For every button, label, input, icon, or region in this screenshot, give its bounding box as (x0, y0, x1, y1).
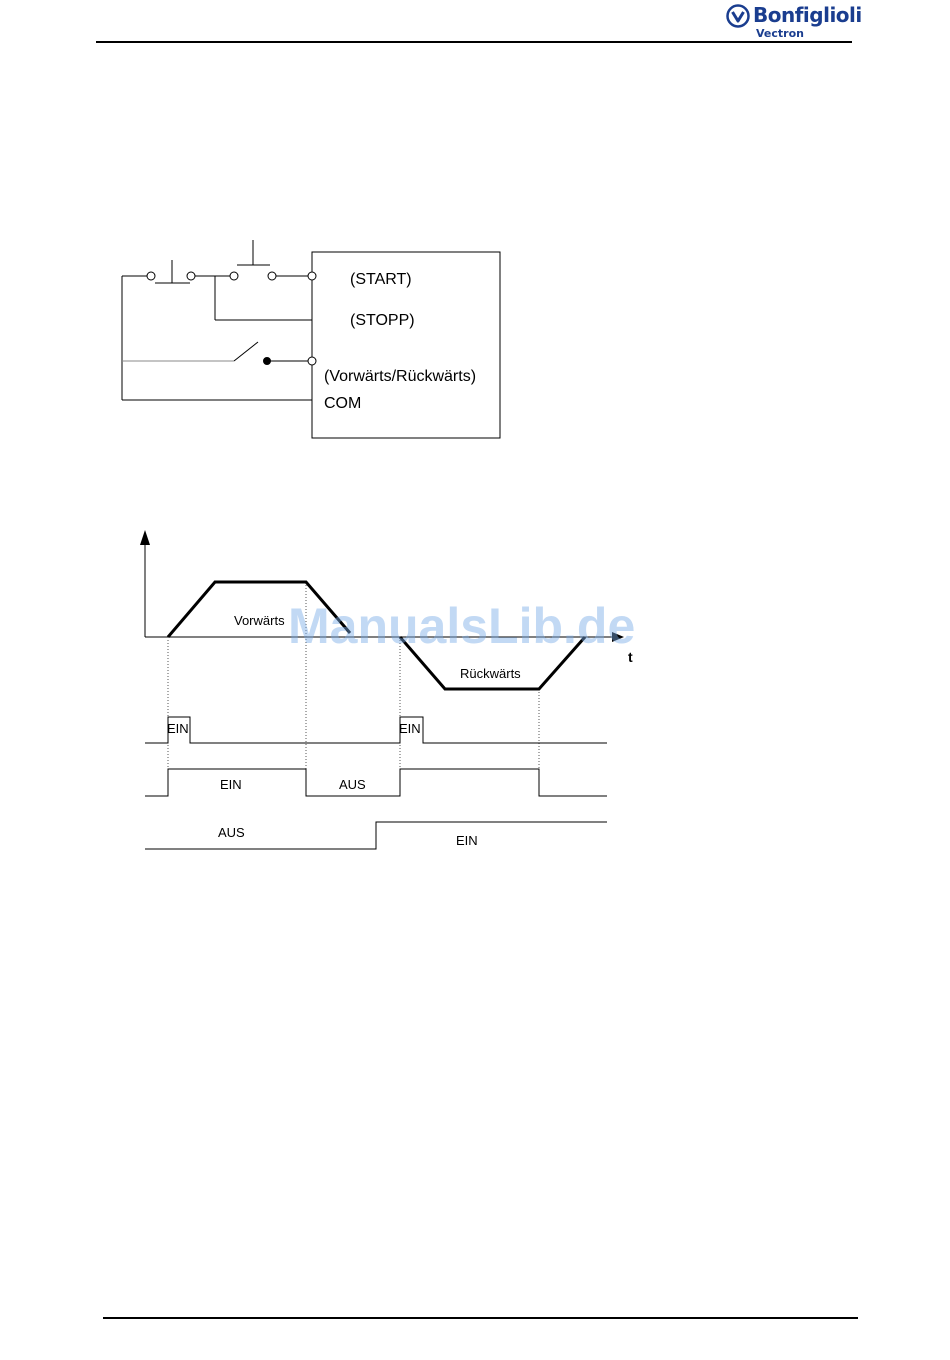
start-contact-right (268, 272, 276, 280)
stop-contact-right (187, 272, 195, 280)
direction-signal-line (145, 822, 607, 849)
start-terminal (308, 272, 316, 280)
direction-on-label: EIN (456, 833, 478, 848)
start-signal-line (145, 717, 607, 743)
reverse-label: Rückwärts (460, 666, 521, 681)
stop-on-label: EIN (220, 777, 242, 792)
start-pulse-label-1: EIN (167, 721, 189, 736)
start-contact-left (230, 272, 238, 280)
terminal-label-com: COM (324, 395, 361, 412)
stop-off-label: AUS (339, 777, 366, 792)
direction-switch-blade (234, 342, 258, 361)
direction-switch-pivot (264, 358, 271, 365)
terminal-label-direction: (Vorwärts/Rückwärts) (324, 368, 476, 385)
axis-vertical-arrow (140, 530, 150, 545)
direction-off-label: AUS (218, 825, 245, 840)
start-pulse-label-2: EIN (399, 721, 421, 736)
forward-label: Vorwärts (234, 613, 285, 628)
stop-contact-left (147, 272, 155, 280)
stop-signal-line (145, 769, 607, 796)
watermark: ManualsLib.de (288, 597, 635, 655)
terminal-label-start: (START) (350, 271, 412, 288)
terminal-label-stop: (STOPP) (350, 312, 415, 329)
direction-terminal (308, 357, 316, 365)
